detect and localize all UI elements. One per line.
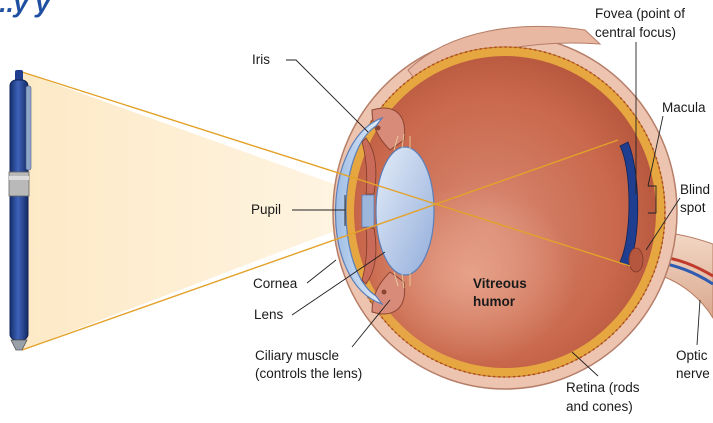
title-fragment: ...y y	[0, 0, 51, 18]
pen-icon	[9, 70, 31, 350]
pupil	[362, 195, 374, 227]
label-retina-line1: Retina (rods	[566, 380, 640, 395]
label-blind-line2: spot	[680, 200, 706, 215]
label-lens: Lens	[254, 307, 284, 322]
blind-spot-disc	[629, 248, 643, 272]
label-vitreous-line1: Vitreous	[473, 276, 527, 291]
label-pupil: Pupil	[251, 202, 281, 217]
label-fovea-line2: central focus)	[595, 25, 676, 40]
label-cornea: Cornea	[253, 276, 298, 291]
label-macula: Macula	[662, 100, 706, 115]
label-optic-line1: Optic	[676, 348, 708, 363]
label-optic-line2: nerve	[676, 366, 710, 381]
label-fovea-line1: Fovea (point of	[595, 6, 685, 21]
iris-leader	[286, 60, 368, 132]
cornea-leader	[307, 260, 336, 283]
optic-nerve-leader	[697, 300, 700, 345]
label-ciliary-line1: Ciliary muscle	[255, 348, 339, 363]
label-ciliary-line2: (controls the lens)	[255, 366, 362, 381]
label-retina-line2: and cones)	[566, 399, 633, 414]
label-vitreous-line2: humor	[473, 294, 516, 309]
label-iris: Iris	[252, 52, 270, 67]
lens	[376, 147, 434, 275]
label-blind-line1: Blind	[680, 182, 710, 197]
